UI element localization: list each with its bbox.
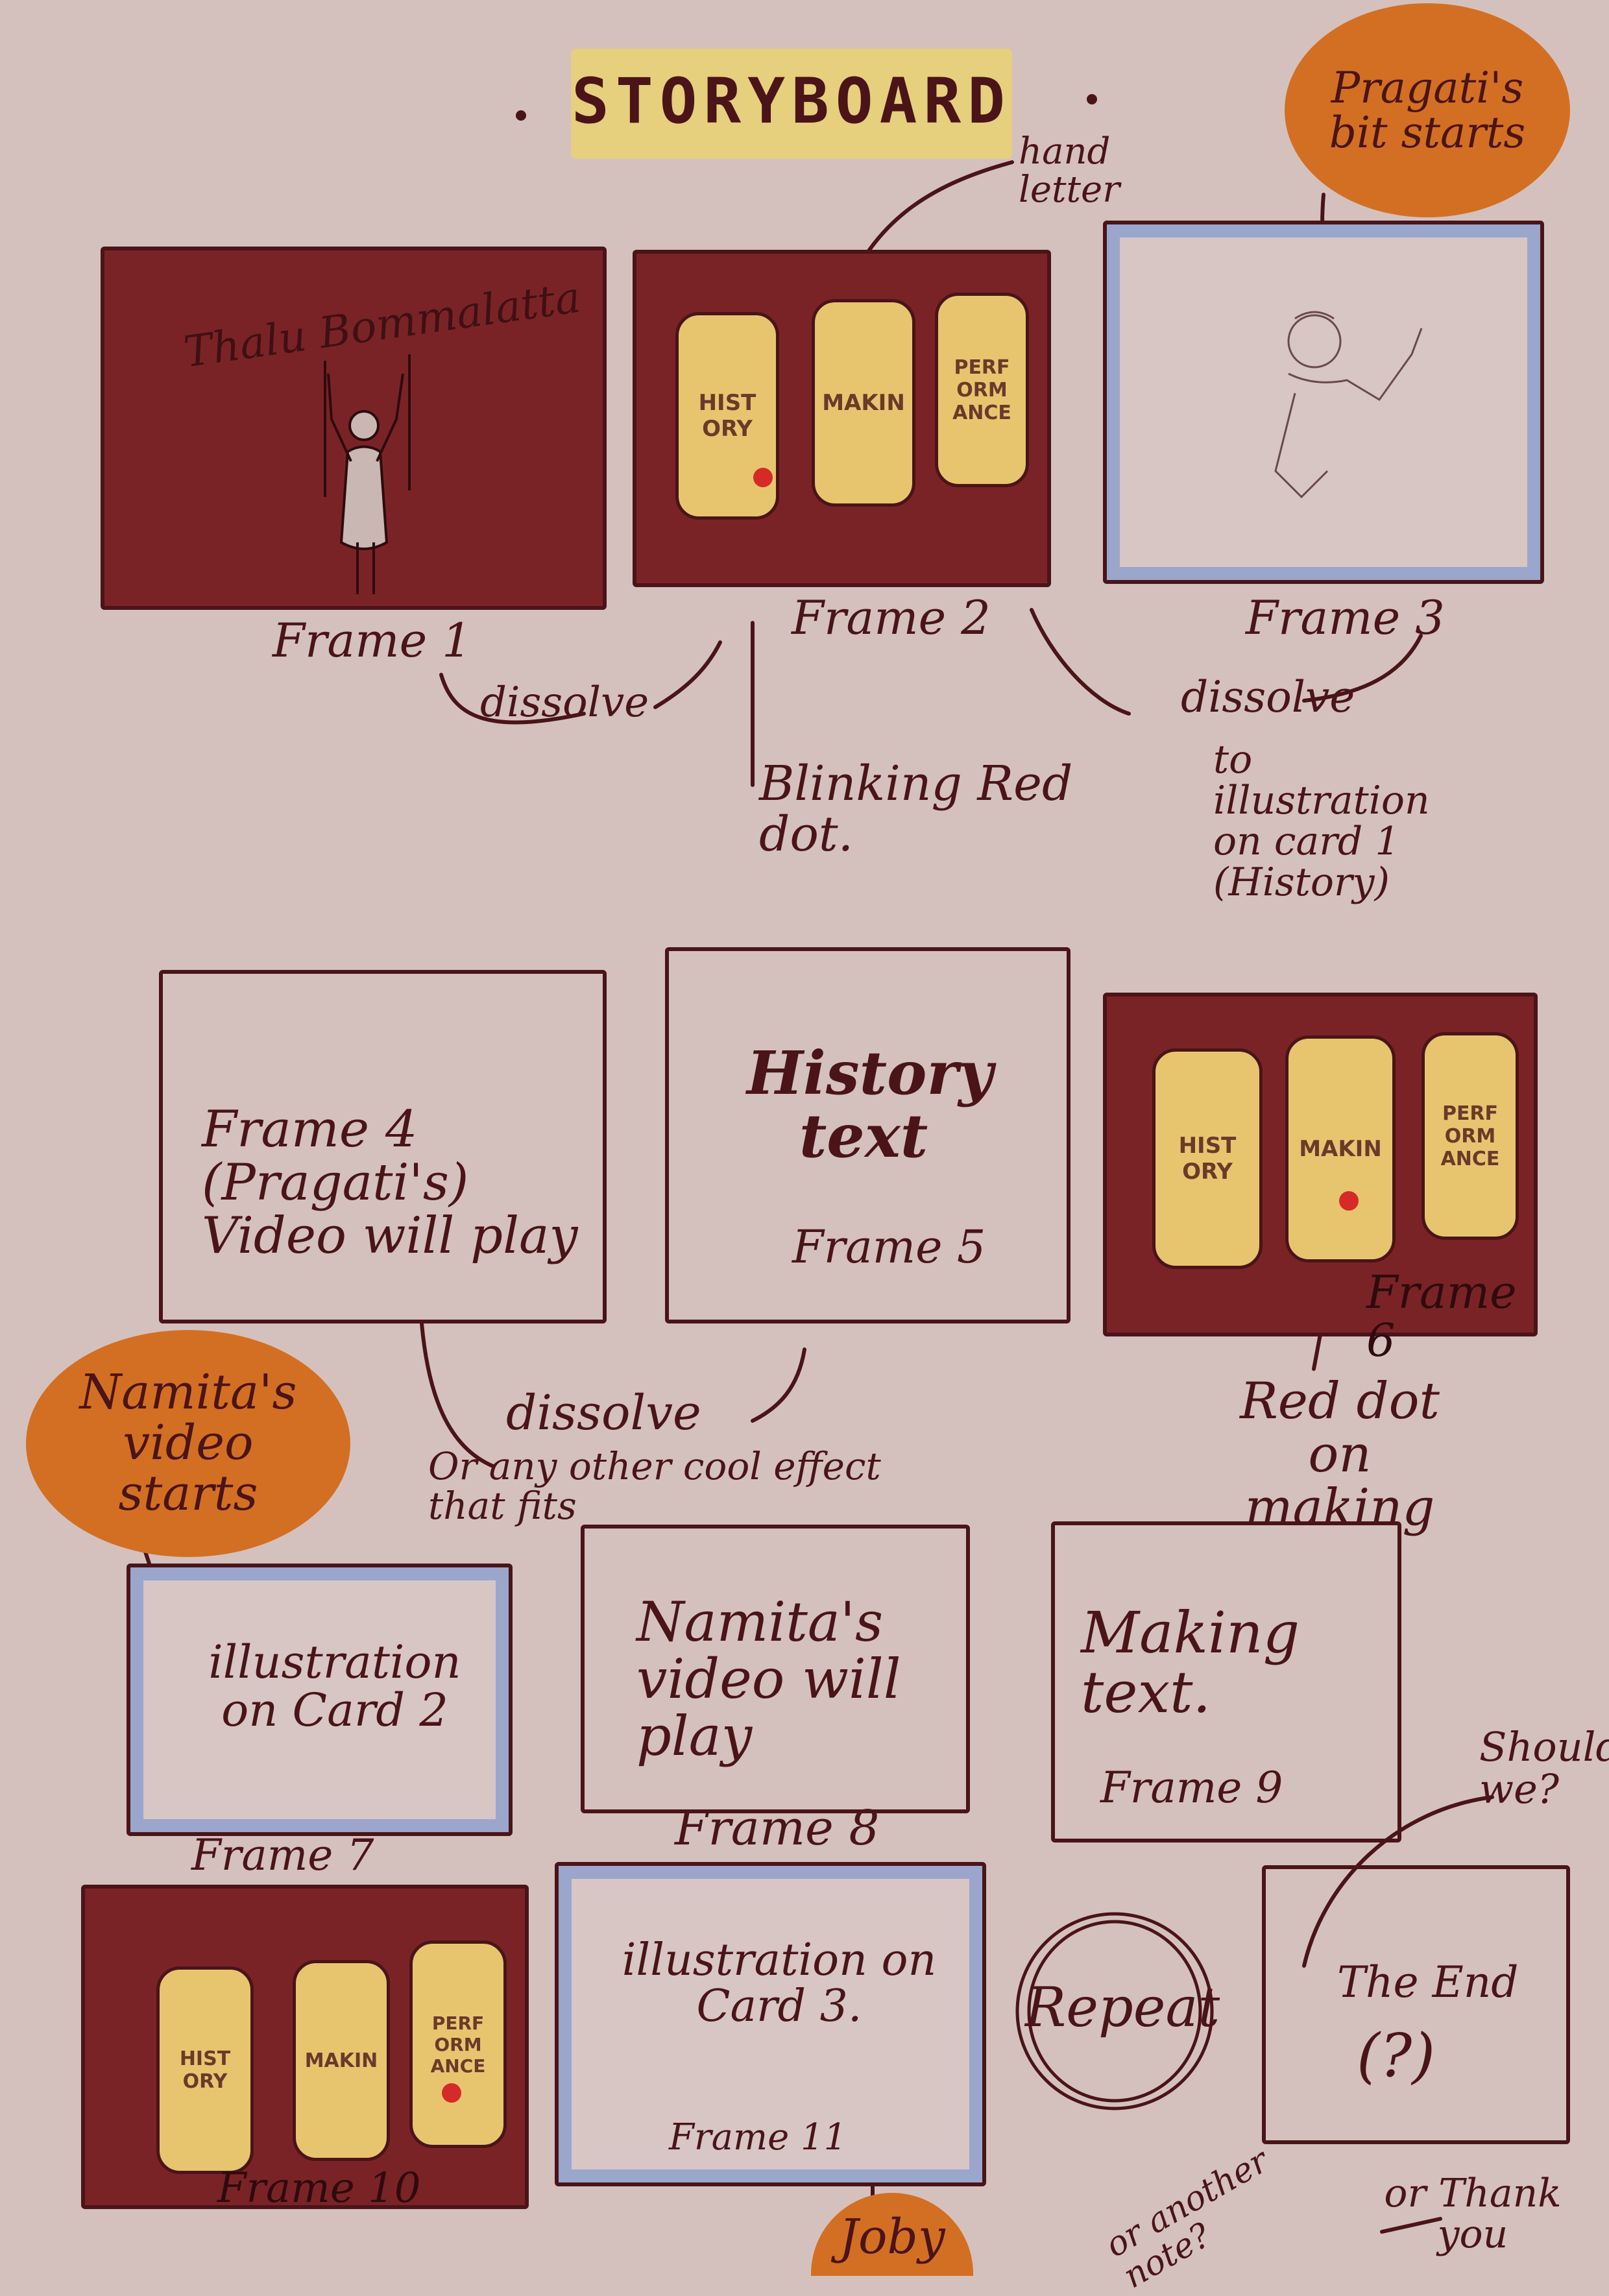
card-history: HIST ORY <box>675 312 779 520</box>
red-dot <box>753 468 773 487</box>
frame-7: illustration on Card 2 <box>127 1564 513 1836</box>
namita-bubble-text: Namita's video starts <box>79 1364 297 1521</box>
repeat-text: Repeat <box>1025 1976 1220 2039</box>
frame-7-content: illustration on Card 2 <box>208 1636 461 1737</box>
frame-3-label: Frame 3 <box>1246 590 1445 645</box>
frame-5: History text Frame 5 <box>665 947 1071 1323</box>
thank-you-note: or Thank you <box>1384 2171 1562 2257</box>
frame-10: HIST ORY MAKIN PERF ORM ANCE <box>81 1885 529 2209</box>
dissolve-note-1: dissolve <box>480 679 649 727</box>
frame-9-content: Making text. <box>1081 1599 1300 1726</box>
frame-6-label: Frame 6 <box>1366 1266 1517 1367</box>
card-performance: PERF ORM ANCE <box>935 293 1029 487</box>
card-making: MAKIN <box>293 1960 390 2161</box>
frame-10-label: Frame 10 <box>217 2164 421 2212</box>
frame-11-content: illustration on Card 3. <box>622 1935 937 2033</box>
frame-1: Thalu Bommalatta <box>101 247 607 610</box>
question-text: (?) <box>1357 2021 1436 2090</box>
the-end-text: The End <box>1337 1957 1519 2007</box>
sketch-figure <box>1250 302 1444 523</box>
red-dot <box>1339 1191 1359 1211</box>
frame-1-label: Frame 1 <box>272 613 472 668</box>
card-history: HIST ORY <box>1152 1048 1263 1269</box>
another-note: or another note? <box>1098 2141 1276 2296</box>
pragati-bubble-text: Pragati's bit starts <box>1329 62 1526 158</box>
frame-11: illustration on Card 3. Frame 11 <box>555 1862 986 2186</box>
frame-4-content: Frame 4 (Pragati's) Video will play <box>202 1100 578 1265</box>
card-making: MAKIN <box>1285 1035 1396 1263</box>
card-performance: PERF ORM ANCE <box>409 1940 507 2148</box>
frame-4: Frame 4 (Pragati's) Video will play <box>159 970 607 1323</box>
card-making: MAKIN <box>812 299 915 507</box>
dissolve-note-3: dissolve <box>506 1385 701 1441</box>
cool-effect-note: Or any other cool effect that fits <box>428 1444 881 1528</box>
frame-12: The End (?) <box>1262 1865 1570 2144</box>
frame-8-content: Namita's video will play <box>636 1590 901 1769</box>
frame-8-label: Frame 8 <box>675 1800 880 1856</box>
page-title: STORYBOARD <box>572 65 1011 138</box>
frame-3 <box>1103 221 1544 584</box>
to-illustration-note: to illustration on card 1 (History) <box>1213 737 1430 905</box>
title-dot-right <box>1087 94 1097 104</box>
namita-bubble: Namita's video starts <box>26 1330 350 1557</box>
frame-2: HIST ORY MAKIN PERF ORM ANCE <box>633 250 1051 587</box>
frame-11-label: Frame 11 <box>669 2116 847 2158</box>
title-highlight <box>571 49 1012 159</box>
joby-bubble: Joby <box>811 2193 973 2276</box>
frame-7-label: Frame 7 <box>191 1830 374 1880</box>
red-dot <box>442 2083 461 2103</box>
blinking-red-dot-note: Blinking Red dot. <box>759 756 1073 862</box>
card-history: HIST ORY <box>156 1966 254 2174</box>
card-performance: PERF ORM ANCE <box>1421 1032 1519 1240</box>
frame-2-label: Frame 2 <box>792 590 991 645</box>
hand-letter-note: hand letter <box>1019 130 1120 211</box>
dissolve-note-2: dissolve <box>1181 672 1355 722</box>
puppet-figure <box>312 348 416 601</box>
frame-6: HIST ORY MAKIN PERF ORM ANCE Frame 6 <box>1103 993 1538 1364</box>
frame-5-label: Frame 5 <box>792 1220 986 1274</box>
frame-9-label: Frame 9 <box>1100 1763 1283 1813</box>
frame-5-content: History text <box>747 1038 993 1171</box>
frame-8: Namita's video will play <box>581 1525 970 1813</box>
should-we-note: Should we? <box>1479 1723 1609 1813</box>
title-dot-left <box>516 110 526 121</box>
pragati-bubble: Pragati's bit starts <box>1285 3 1570 217</box>
joby-bubble-text: Joby <box>839 2209 945 2266</box>
frame-9: Making text. Frame 9 <box>1051 1521 1401 1843</box>
red-dot-on-making-note: Red dot on making <box>1240 1372 1440 1537</box>
